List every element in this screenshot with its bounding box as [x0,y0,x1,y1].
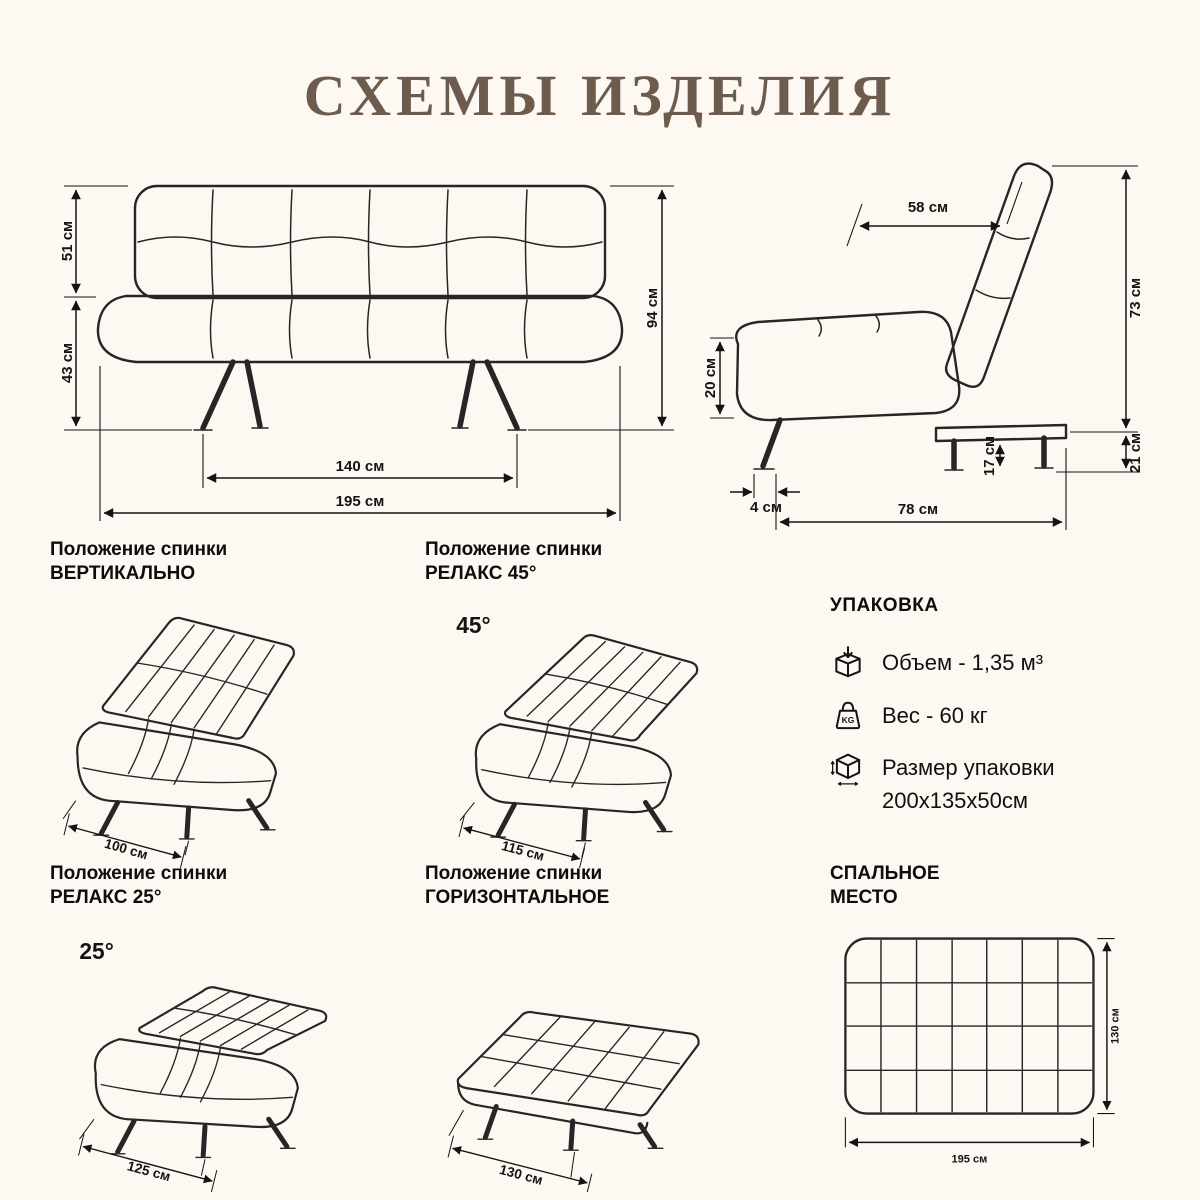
sofa-seat [93,1037,299,1128]
dim-label-total-width: 195 см [336,493,385,510]
packaging-weight-text: Вес - 60 кг [882,703,988,728]
packaging-size-label: Размер упаковки [882,755,1055,780]
heading-line2: МЕСТО [830,887,898,909]
sofa-back-panel [503,633,699,742]
side-view-diagram: 58 см 73 см 21 см 20 см 17 см 4 см 78 см [702,162,1144,530]
sofa-seat [474,722,673,813]
dim-label-depth: 100 см [103,835,150,862]
depth-dimension: 115 см [458,801,586,868]
depth-dimension: 100 см [62,799,190,868]
dim-label-depth: 125 см [126,1158,173,1184]
heading-line1: Положение спинки [50,539,228,560]
dim-label-total-height: 94 см [644,288,661,328]
sofa-front-seat [96,294,624,364]
dim-label-foot-height: 17 см [981,436,998,476]
section-position-relax25: Положение спинки РЕЛАКС 25° 25° 125 см [50,862,400,1192]
front-dimensions: 51 см 43 см 94 см 140 см 195 см [59,185,674,521]
relax25-position-diagram: 25° 125 см [78,938,328,1192]
sofa-legs [109,1116,296,1158]
heading-line1: Положение спинки [425,539,603,560]
depth-dimension: 125 см [78,1118,218,1192]
weight-kg-icon: KG [835,701,861,730]
angle-label: 45° [456,612,490,638]
position-heading: Положение спинки РЕЛАКС 45° [425,538,775,587]
dim-label-legs-height: 21 см [1127,433,1144,473]
dim-label-depth: 115 см [500,838,546,864]
dim-label-seat-thickness: 20 см [702,358,719,398]
sofa-front-legs [193,359,527,431]
dim-label-seat-height: 43 см [59,343,76,383]
sofa-back-panel [101,616,295,740]
relax45-position-diagram: 45° 115 см [456,612,699,868]
package-size-icon [830,753,861,786]
section-packaging: УПАКОВКА Объем - 1,35 м³ KG Вес - 60 кг … [830,595,1170,834]
sleeping-heading: СПАЛЬНОЕ МЕСТО [830,862,1170,911]
front-view-diagram: 51 см 43 см 94 см 140 см 195 см [59,184,674,521]
heading-line1: Положение спинки [425,863,603,884]
dim-label-length: 130 см [1109,1008,1121,1044]
packaging-weight-row: KG Вес - 60 кг [830,698,1170,734]
sofa-back-panel [138,985,328,1055]
angle-label: 25° [79,938,113,964]
sofa-seat [76,717,278,811]
sofa-side-base-and-legs [753,417,1068,471]
horizontal-position-diagram: 130 см [447,1010,700,1192]
packaging-size-text: Размер упаковки 200х135х50см [882,751,1055,817]
dim-label-backrest-height: 73 см [1127,278,1144,318]
packaging-title: УПАКОВКА [830,595,939,616]
packaging-size-row: Размер упаковки 200х135х50см [830,751,1170,817]
side-dimensions: 58 см 73 см 21 см 20 см 17 см 4 см 78 см [702,165,1144,530]
page-title: СХЕМЫ ИЗДЕЛИЯ [303,63,897,128]
section-position-horizontal: Положение спинки ГОРИЗОНТАЛЬНОЕ 130 см [425,862,775,1192]
sleeping-dimensions: 130 см 195 см [844,937,1121,1165]
heading-line2: ВЕРТИКАЛЬНО [50,563,196,585]
dim-label-legs-width: 140 см [336,458,385,475]
position-heading: Положение спинки ВЕРТИКАЛЬНО [50,538,400,587]
heading-line1: СПАЛЬНОЕ [830,863,940,884]
vertical-position-diagram: 100 см [62,616,295,868]
sleeping-place-diagram: 130 см 195 см [844,937,1121,1165]
heading-line2: РЕЛАКС 45° [425,563,537,585]
heading-line1: Положение спинки [50,863,228,884]
section-position-relax45: Положение спинки РЕЛАКС 45° 45° 115 см [425,538,775,868]
volume-box-icon [835,646,861,678]
position-heading: Положение спинки ГОРИЗОНТАЛЬНОЕ [425,862,775,911]
packaging-volume-text: Объем - 1,35 м³ [882,650,1044,675]
dim-label-total-depth: 78 см [898,501,938,518]
packaging-size-value: 200х135х50см [882,788,1029,813]
sofa-side-backrest [944,162,1054,388]
sofa-front-back [133,184,607,300]
mattress-grid [844,937,1095,1115]
dim-label-width: 195 см [952,1153,988,1165]
sofa-legs [477,1103,664,1151]
dim-label-back-height: 51 см [59,221,76,261]
section-sleeping-place: СПАЛЬНОЕ МЕСТО 130 см 195 см [830,862,1170,1180]
packaging-volume-row: Объем - 1,35 м³ [830,645,1170,681]
heading-line2: ГОРИЗОНТАЛЬНОЕ [425,887,610,909]
position-heading: Положение спинки РЕЛАКС 25° [50,862,400,911]
section-position-vertical: Положение спинки ВЕРТИКАЛЬНО 100 см [50,538,400,868]
heading-line2: РЕЛАКС 25° [50,887,162,909]
dim-label-foot-offset: 4 см [750,499,782,516]
dim-label-back-depth: 58 см [908,199,948,216]
sofa-side-seat [735,310,961,422]
kg-icon-label: KG [842,715,855,725]
